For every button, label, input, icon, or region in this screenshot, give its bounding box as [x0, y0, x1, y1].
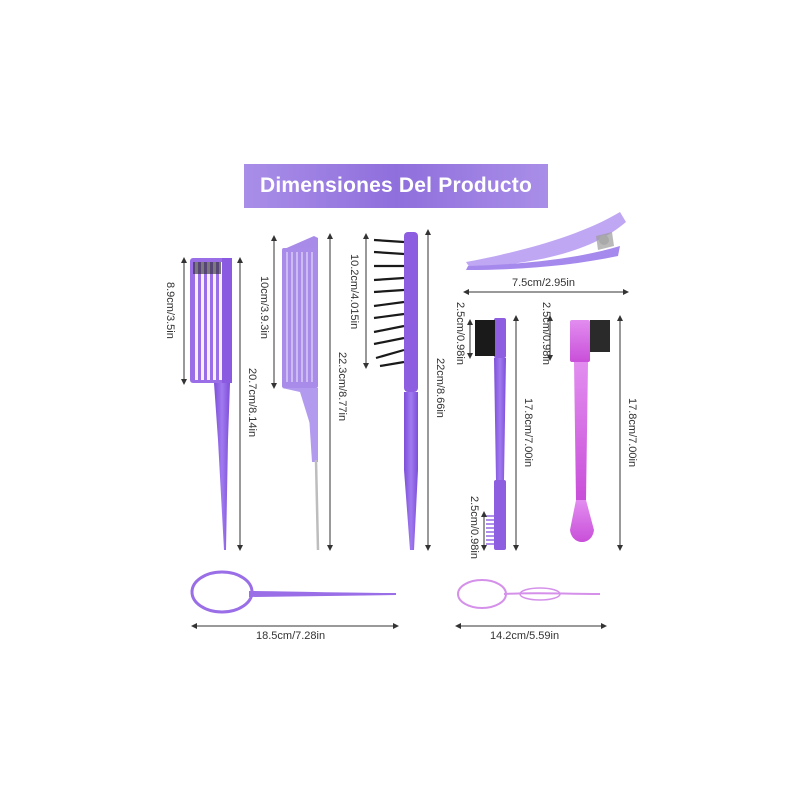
teasing-brush: [373, 232, 418, 550]
brush-head-label: 10.2cm/4.015in: [348, 254, 360, 330]
loop1-length-label: 18.5cm/7.28in: [256, 630, 326, 642]
teasing-comb: [190, 258, 232, 550]
title-banner: Dimensiones Del Producto: [244, 164, 548, 208]
hair-clip: [466, 212, 626, 270]
clip-width-label: 7.5cm/2.95in: [512, 277, 575, 289]
loop2-length-label: 14.2cm/5.59in: [490, 630, 560, 642]
rat-tail-comb: [282, 236, 320, 551]
edge-brush-pink: [570, 320, 610, 542]
edge2-total-label: 17.8cm/7.00in: [626, 398, 638, 468]
brush-total-label: 22cm/8.66in: [434, 358, 446, 418]
edge1-top-label: 2.5cm/0.98in: [454, 302, 466, 365]
edge1-bottom-label: 2.5cm/0.98in: [468, 496, 480, 559]
comb2-total-label: 22.3cm/8.77in: [336, 352, 348, 422]
edge-brush-purple: [475, 318, 506, 550]
topsy-tail-loop-small: [457, 579, 601, 609]
edge1-total-label: 17.8cm/7.00in: [522, 398, 534, 468]
comb1-total-label: 20.7cm/8.14in: [246, 368, 258, 438]
topsy-tail-loop-large: [190, 570, 397, 614]
title-text: Dimensiones Del Producto: [259, 174, 533, 197]
comb1-head-label: 8.9cm/3.5in: [164, 282, 176, 339]
comb2-head-label: 10cm/3.9.3in: [258, 276, 270, 339]
edge2-top-label: 2.5cm/0.98in: [540, 302, 552, 365]
